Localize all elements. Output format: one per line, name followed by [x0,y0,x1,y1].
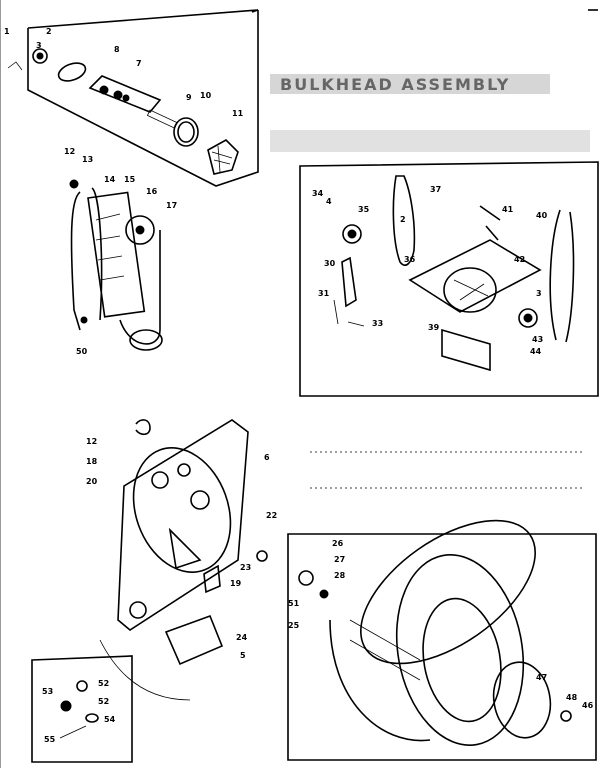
callout-31: 31 [318,289,330,298]
callout-3: 3 [36,41,42,50]
callout-25: 25 [288,621,300,630]
callout-52b: 52 [98,697,109,706]
motor-assembly [333,175,575,372]
callout-51: 51 [288,599,300,608]
inset-parts [59,680,99,739]
header-title: BULKHEAD ASSEMBLY [280,75,510,94]
callout-4: 4 [326,197,332,206]
callout-20: 20 [86,477,98,486]
callout-53: 53 [42,687,53,696]
callout-34: 34 [312,189,324,198]
callout-39: 39 [428,323,440,332]
callouts: 1 2 3 8 7 9 10 11 12 13 14 15 16 17 50 3… [4,27,594,744]
callout-10: 10 [200,91,212,100]
callout-18: 18 [86,457,98,466]
callout-48: 48 [566,693,578,702]
callout-9: 9 [186,93,192,102]
callout-7: 7 [136,59,142,68]
drum [298,519,572,746]
callout-44: 44 [530,347,542,356]
callout-22: 22 [266,511,277,520]
callout-16: 16 [146,187,158,196]
callout-41: 41 [502,205,514,214]
callout-36: 36 [404,255,416,264]
callout-19: 19 [230,579,242,588]
drive-shaft-assembly [7,48,239,175]
callout-37: 37 [430,185,441,194]
callout-12-top: 12 [64,147,75,156]
callout-13: 13 [82,155,93,164]
callout-6: 6 [264,453,270,462]
callout-35: 35 [358,205,370,214]
callout-14: 14 [104,175,116,184]
callout-42: 42 [514,255,525,264]
callout-33: 33 [372,319,383,328]
callout-15: 15 [124,175,136,184]
callout-55: 55 [44,735,56,744]
callout-3-motor: 3 [536,289,542,298]
callout-5: 5 [240,651,246,660]
bulkhead [99,419,268,701]
callout-24: 24 [236,633,248,642]
callout-47: 47 [536,673,547,682]
callout-11: 11 [232,109,244,118]
idler-assembly [69,179,163,351]
callout-43: 43 [532,335,543,344]
callout-27: 27 [334,555,345,564]
callout-46: 46 [582,701,594,710]
callout-30: 30 [324,259,336,268]
callout-1: 1 [4,27,10,36]
callout-2-motor: 2 [400,215,406,224]
callout-54: 54 [104,715,116,724]
callout-17: 17 [166,201,177,210]
callout-12-bulkhead: 12 [86,437,97,446]
callout-52: 52 [98,679,109,688]
callout-40: 40 [536,211,548,220]
callout-28: 28 [334,571,346,580]
callout-50: 50 [76,347,88,356]
callout-2: 2 [46,27,52,36]
callout-8: 8 [114,45,120,54]
callout-23: 23 [240,563,251,572]
callout-26: 26 [332,539,344,548]
header-strip: BULKHEAD ASSEMBLY [270,74,590,152]
